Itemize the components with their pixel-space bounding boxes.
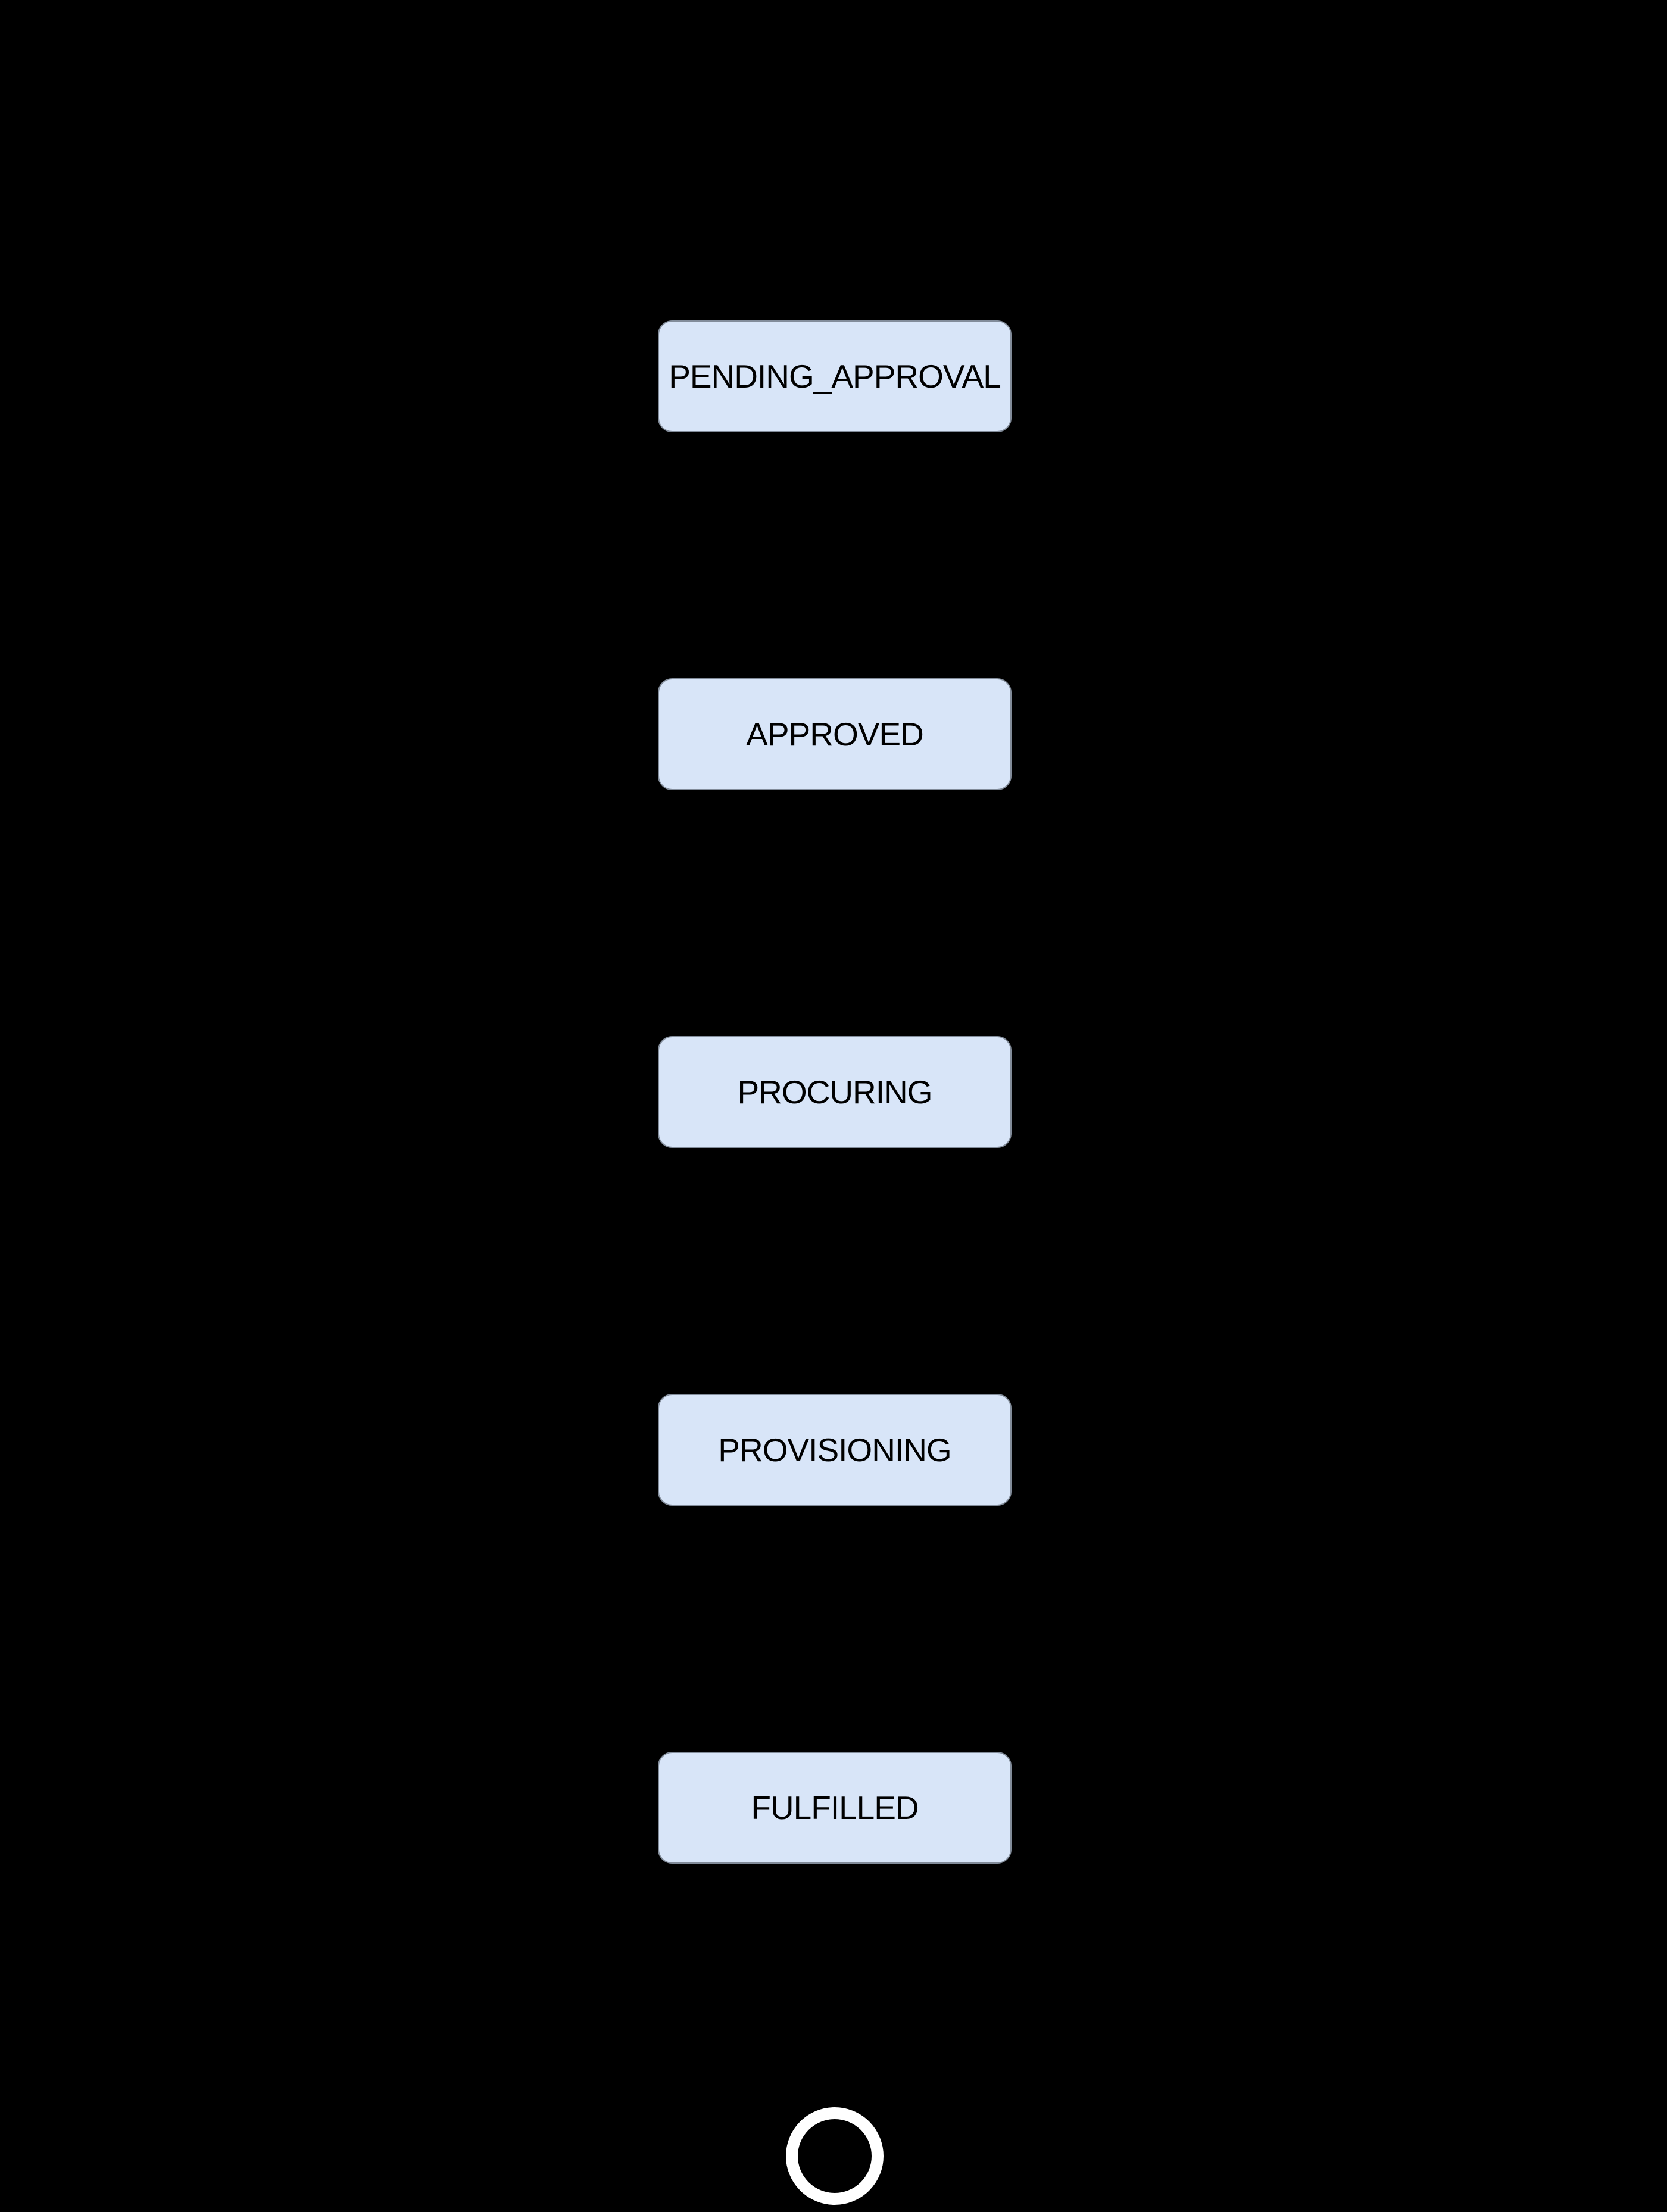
state-label-fulfilled: FULFILLED <box>751 1789 919 1826</box>
state-label-pending-approval: PENDING_APPROVAL <box>669 357 1001 395</box>
state-label-approved: APPROVED <box>746 715 924 753</box>
state-label-provisioning: PROVISIONING <box>718 1431 951 1468</box>
state-node-approved: APPROVED <box>658 678 1012 790</box>
state-label-procuring: PROCURING <box>737 1073 932 1110</box>
final-state-ring-icon <box>786 2107 884 2205</box>
state-node-pending-approval: PENDING_APPROVAL <box>658 320 1012 432</box>
state-node-provisioning: PROVISIONING <box>658 1394 1012 1506</box>
state-node-procuring: PROCURING <box>658 1036 1012 1148</box>
state-node-fulfilled: FULFILLED <box>658 1752 1012 1864</box>
